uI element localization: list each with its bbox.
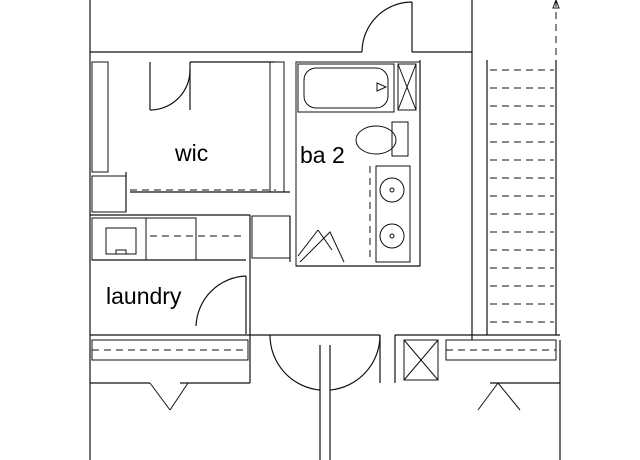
bifold-door-1 <box>297 229 319 257</box>
room-label-wic: wic <box>175 140 209 166</box>
lower-doors <box>149 334 521 411</box>
bathtub-basin <box>303 67 389 109</box>
walls <box>89 0 561 460</box>
wic-door-swing <box>149 69 191 111</box>
hall-closet <box>251 215 291 259</box>
wic-shelf-right <box>269 61 285 193</box>
lower-closets <box>91 335 557 383</box>
stairs <box>490 0 560 323</box>
dryer <box>145 217 197 261</box>
wic-cabinet <box>91 175 127 213</box>
room-label-laundry: laundry <box>106 283 182 309</box>
linen-cabinet <box>397 63 417 111</box>
hall-door-swing-left <box>269 334 321 391</box>
sink-1 <box>379 177 405 203</box>
laundry-door-swing <box>195 275 247 327</box>
toilet-tank <box>391 121 409 157</box>
vanity <box>375 165 411 263</box>
laundry-room <box>91 217 247 334</box>
wic-room <box>91 61 290 213</box>
wic-shelf-left <box>91 61 109 173</box>
room-label-ba2: ba 2 <box>300 142 345 168</box>
bathtub-drain <box>376 82 388 92</box>
top-door-swing <box>361 1 413 53</box>
bathtub <box>297 63 395 113</box>
top-door <box>361 1 413 53</box>
toilet-bowl <box>355 125 397 155</box>
sink-2 <box>379 223 405 249</box>
ba2-room <box>295 61 421 267</box>
hall-area <box>251 215 345 263</box>
linen-box-lower <box>403 339 439 381</box>
stair-arrow-icon <box>552 0 560 9</box>
hall-door-swing-right <box>329 334 381 391</box>
bifold-door-2 <box>299 231 345 263</box>
